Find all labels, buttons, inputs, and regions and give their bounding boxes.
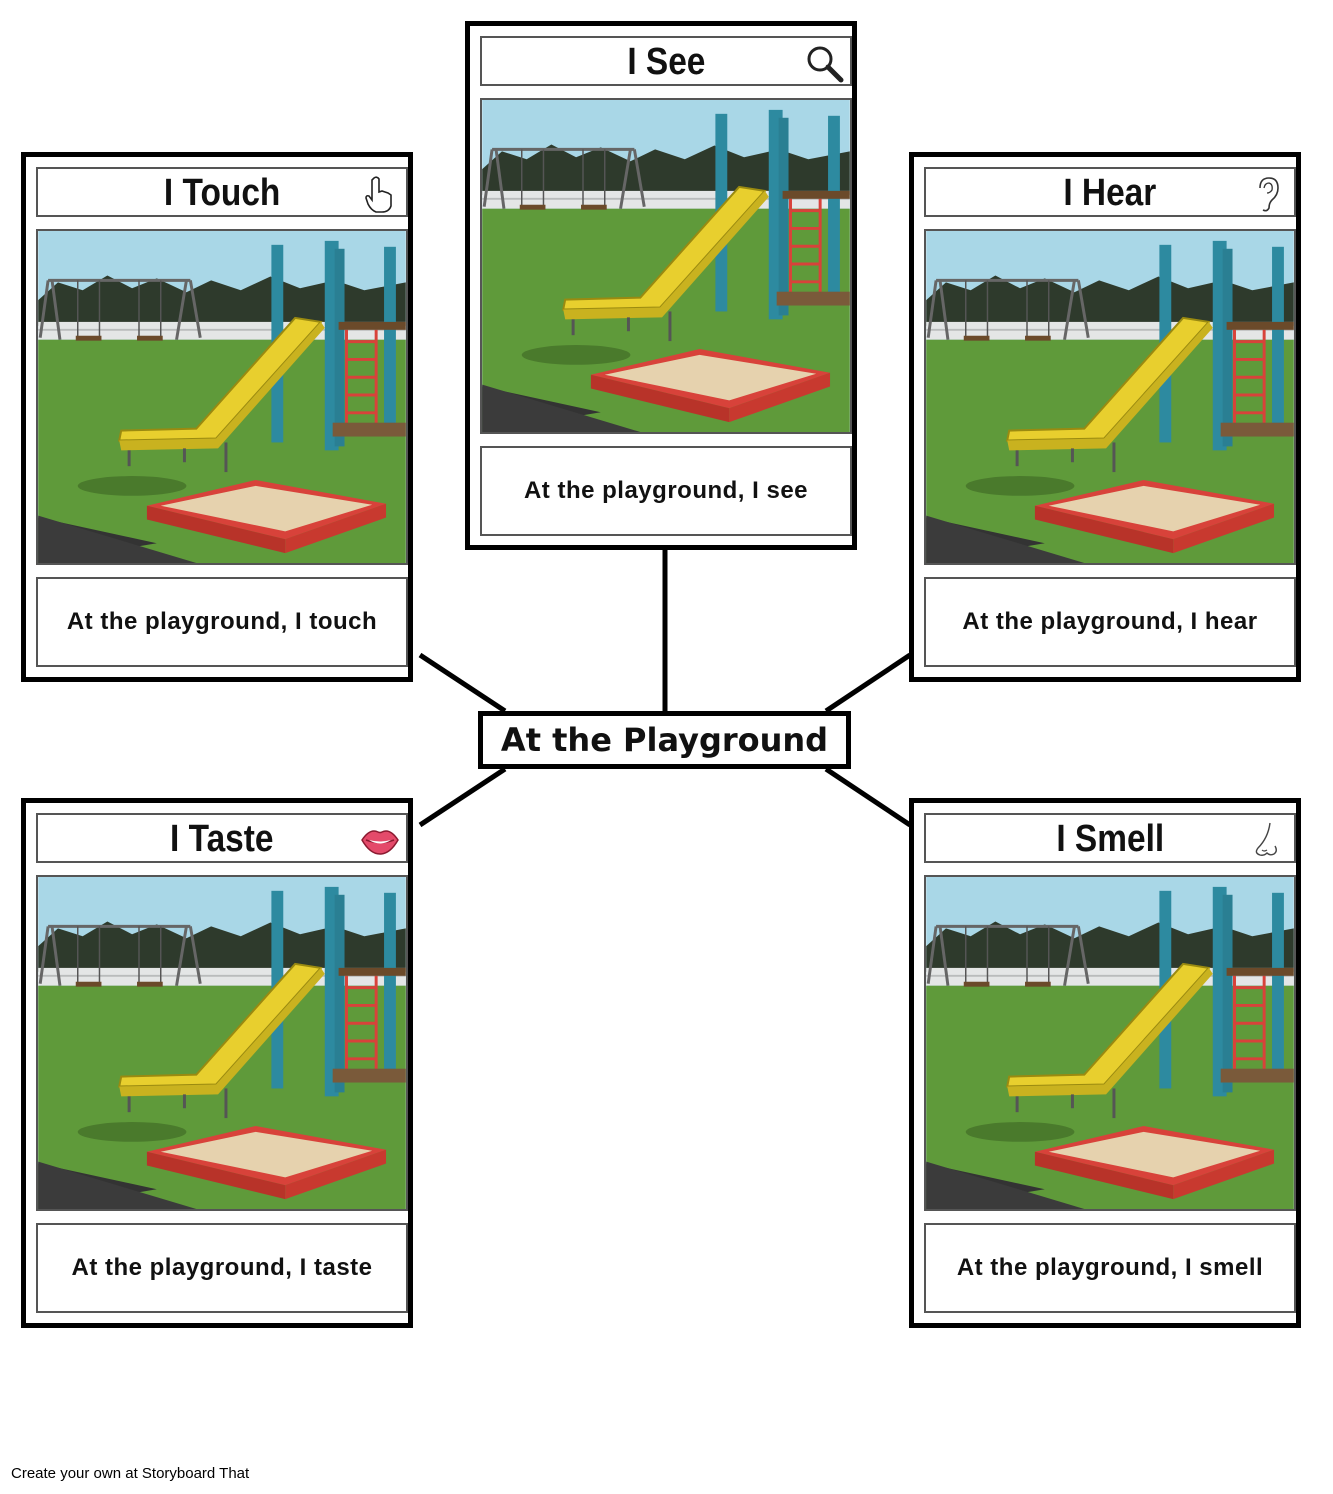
pointing-hand-icon bbox=[360, 174, 400, 214]
panel-title-bar: I Smell bbox=[924, 813, 1296, 863]
panel-taste: I Taste At the playground, I taste bbox=[21, 798, 413, 1328]
panel-title-bar: I Touch bbox=[36, 167, 408, 217]
panel-title: I Smell bbox=[1056, 815, 1164, 863]
magnifying-glass-icon bbox=[804, 43, 844, 83]
panel-caption: At the playground, I hear bbox=[924, 577, 1296, 667]
panel-title: I See bbox=[627, 38, 705, 86]
panel-touch: I Touch At the playground, I touch bbox=[21, 152, 413, 682]
panel-caption: At the playground, I smell bbox=[924, 1223, 1296, 1313]
playground-scene-image bbox=[924, 229, 1296, 565]
playground-scene-image bbox=[924, 875, 1296, 1211]
footer-credit[interactable]: Create your own at Storyboard That bbox=[11, 1465, 249, 1482]
panel-title-bar: I Hear bbox=[924, 167, 1296, 217]
panel-caption: At the playground, I touch bbox=[36, 577, 408, 667]
playground-scene-image bbox=[480, 98, 852, 434]
center-topic-title: At the Playground bbox=[501, 721, 828, 759]
ear-icon bbox=[1248, 174, 1288, 214]
panel-caption: At the playground, I taste bbox=[36, 1223, 408, 1313]
panel-smell: I Smell At the playground, I smell bbox=[909, 798, 1301, 1328]
lips-icon bbox=[360, 820, 400, 860]
panel-title: I Taste bbox=[170, 815, 273, 863]
panel-hear: I Hear At the playground, I hear bbox=[909, 152, 1301, 682]
panel-title: I Hear bbox=[1064, 169, 1157, 217]
panel-title-bar: I Taste bbox=[36, 813, 408, 863]
panel-title: I Touch bbox=[164, 169, 280, 217]
panel-see: I See At the playground, I see bbox=[465, 21, 857, 550]
panel-title-bar: I See bbox=[480, 36, 852, 86]
nose-icon bbox=[1248, 820, 1288, 860]
center-topic-box: At the Playground bbox=[478, 711, 851, 769]
playground-scene-image bbox=[36, 229, 408, 565]
panel-caption: At the playground, I see bbox=[480, 446, 852, 536]
playground-scene-image bbox=[36, 875, 408, 1211]
